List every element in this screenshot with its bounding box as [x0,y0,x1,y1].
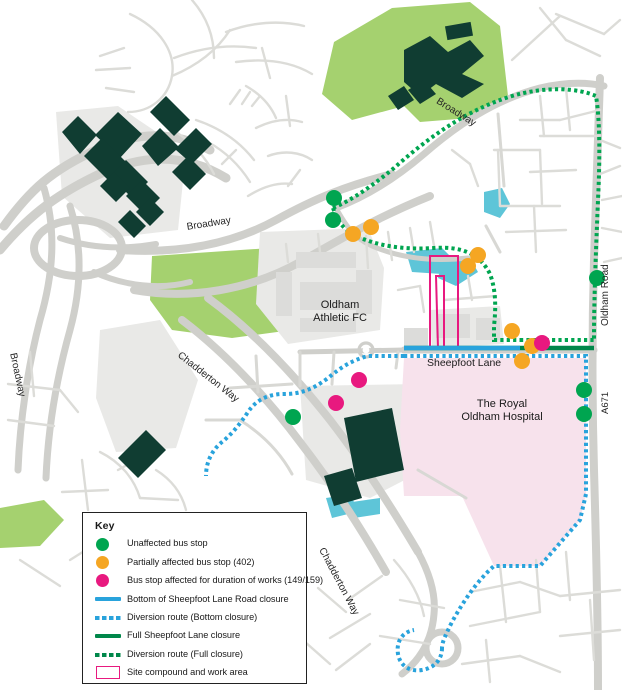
unaffected-stop-hospital-east-upper [576,382,592,398]
solid-line-icon [95,597,121,602]
legend-bottom-closure-label: Bottom of Sheepfoot Lane Road closure [127,593,289,604]
partial-stop-north-water [470,247,486,263]
legend-diversion-full-swatch [93,652,127,657]
legend-diversion-bottom-label: Diversion route (Bottom closure) [127,611,258,622]
legend-full-closure: Full Sheepfoot Lane closure [93,627,306,645]
bus-stop-dot-icon [96,556,109,570]
partial-stop-sheepfoot-south [514,353,530,369]
bus-stop-markers [285,190,605,425]
diversion-route-bottom-closure-west [204,354,404,477]
partial-stop-broadway-west [345,226,361,242]
legend-affected-bus-stop: Bus stop affected for duration of works … [93,572,323,590]
diversion-route-full-closure-south [331,207,520,342]
legend-site-compound-swatch [93,666,127,680]
legend-site-compound-label: Site compound and work area [127,667,248,678]
affected-stop-sheepfoot-east [534,335,550,351]
affected-stop-chadderton-south [328,395,344,411]
legend-affected-bus-stop-label: Bus stop affected for duration of works … [127,575,324,586]
legend-diversion-full-label: Diversion route (Full closure) [127,648,243,659]
legend-unaffected-bus-stop: Unaffected bus stop [93,535,306,553]
legend-unaffected-bus-stop-swatch [93,537,127,551]
unaffected-stop-chadderton-west [285,409,301,425]
legend-diversion-bottom-swatch [93,615,127,620]
buildings [62,21,500,506]
royal-oldham-hospital-area [400,358,586,566]
unaffected-stop-oldham-road-north [589,270,605,286]
legend-full-closure-label: Full Sheepfoot Lane closure [127,630,241,641]
legend-site-compound: Site compound and work area [93,664,306,682]
affected-stop-chadderton-north [351,372,367,388]
dashed-line-icon [95,615,121,620]
legend-affected-bus-stop-swatch [93,574,127,588]
bus-stop-dot-icon [96,574,109,588]
legend-bottom-closure: Bottom of Sheepfoot Lane Road closure [93,590,306,608]
partial-stop-sheepfoot-north [504,323,520,339]
unaffected-stop-hospital-east-lower [576,406,592,422]
legend-unaffected-bus-stop-label: Unaffected bus stop [127,538,208,549]
solid-line-icon [95,634,121,639]
legend-full-closure-swatch [93,634,127,639]
unaffected-stop-broadway-north [326,190,342,206]
legend-diversion-full: Diversion route (Full closure) [93,645,306,663]
legend-partially-affected-bus-stop-label: Partially affected bus stop (402) [127,556,255,567]
legend-partially-affected-bus-stop: Partially affected bus stop (402) [93,553,306,571]
compound-box-icon [96,666,120,680]
legend-title: Key [95,520,115,532]
partial-stop-north-water-east [460,258,476,274]
legend-diversion-bottom: Diversion route (Bottom closure) [93,609,306,627]
partial-stop-broadway-east [363,219,379,235]
diversion-route-full-closure-north [332,87,602,341]
unaffected-stop-broadway-south [325,212,341,228]
dashed-line-icon [95,652,121,657]
legend-partially-affected-bus-stop-swatch [93,556,127,570]
diversion-route-bottom-closure-east [404,354,588,649]
bus-stop-dot-icon [96,537,109,551]
legend-bottom-closure-swatch [93,597,127,602]
